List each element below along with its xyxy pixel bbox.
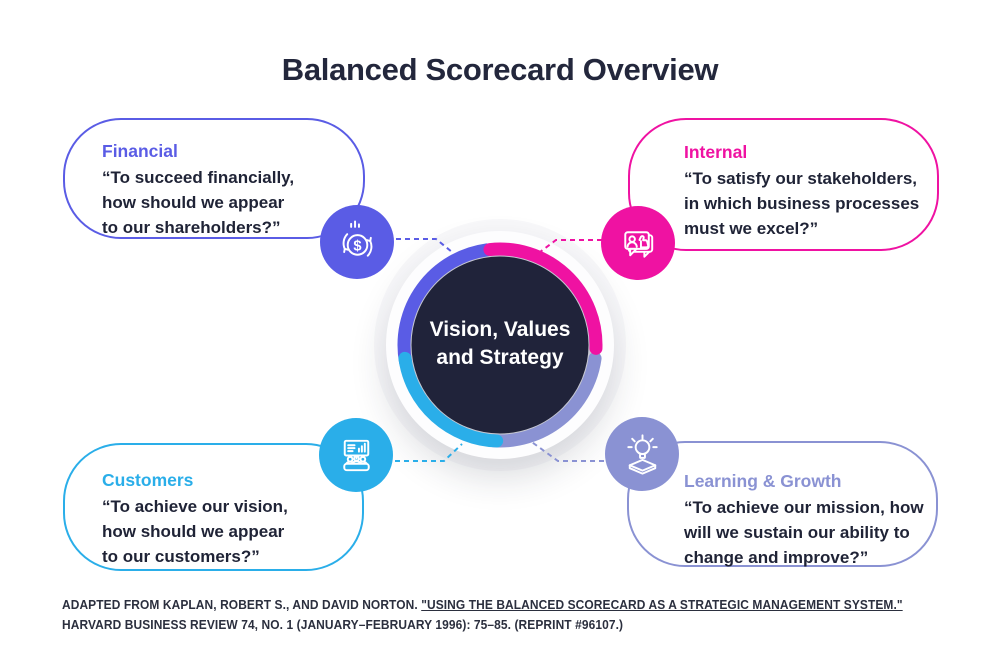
learning-growth-connector (528, 439, 604, 462)
citation-link[interactable]: "USING THE BALANCED SCORECARD AS A STRAT… (421, 597, 903, 612)
learning-growth-box: Learning & Growth “To achieve our missio… (627, 441, 938, 567)
financial-box: Financial “To succeed financially, how s… (63, 118, 365, 239)
citation-line2: HARVARD BUSINESS REVIEW 74, NO. 1 (JANUA… (62, 617, 624, 632)
customers-heading: Customers (102, 470, 194, 490)
dollar-symbol: $ (353, 238, 361, 254)
customers-box: Customers “To achieve our vision, how sh… (63, 443, 364, 571)
ring-segment-learning-growth (486, 351, 602, 448)
customers-quote: “To achieve our vision, how should we ap… (102, 497, 288, 566)
learning-growth-quote: “To achieve our mission, how will we sus… (684, 498, 924, 567)
feedback-bubble-icon (601, 206, 675, 280)
internal-heading: Internal (684, 142, 748, 162)
internal-box: Internal “To satisfy our stakeholders, i… (628, 118, 939, 251)
ring-segment-financial (397, 243, 494, 369)
center-hub (380, 225, 620, 465)
page-title: Balanced Scorecard Overview (281, 52, 719, 87)
ring-segment-customers (398, 351, 504, 448)
ring-segment-internal (483, 242, 603, 355)
internal-connector (539, 239, 602, 253)
vision-values-strategy-label: Vision, Values and Strategy (429, 318, 571, 369)
citation-prefix: ADAPTED FROM KAPLAN, ROBERT S., AND DAVI… (62, 597, 422, 612)
financial-quote: “To succeed financially, how should we a… (102, 168, 295, 237)
citation: ADAPTED FROM KAPLAN, ROBERT S., AND DAVI… (62, 595, 991, 635)
presentation-audience-icon (319, 418, 393, 492)
financial-connector (396, 238, 453, 253)
financial-heading: Financial (102, 141, 178, 161)
internal-quote: “To satisfy our stakeholders, in which b… (684, 169, 920, 238)
learning-growth-heading: Learning & Growth (684, 471, 842, 491)
dollar-cycle-icon: $ (320, 205, 394, 279)
customers-connector (395, 443, 463, 462)
vision-ring (397, 242, 603, 448)
lightbulb-stack-icon (605, 417, 679, 491)
